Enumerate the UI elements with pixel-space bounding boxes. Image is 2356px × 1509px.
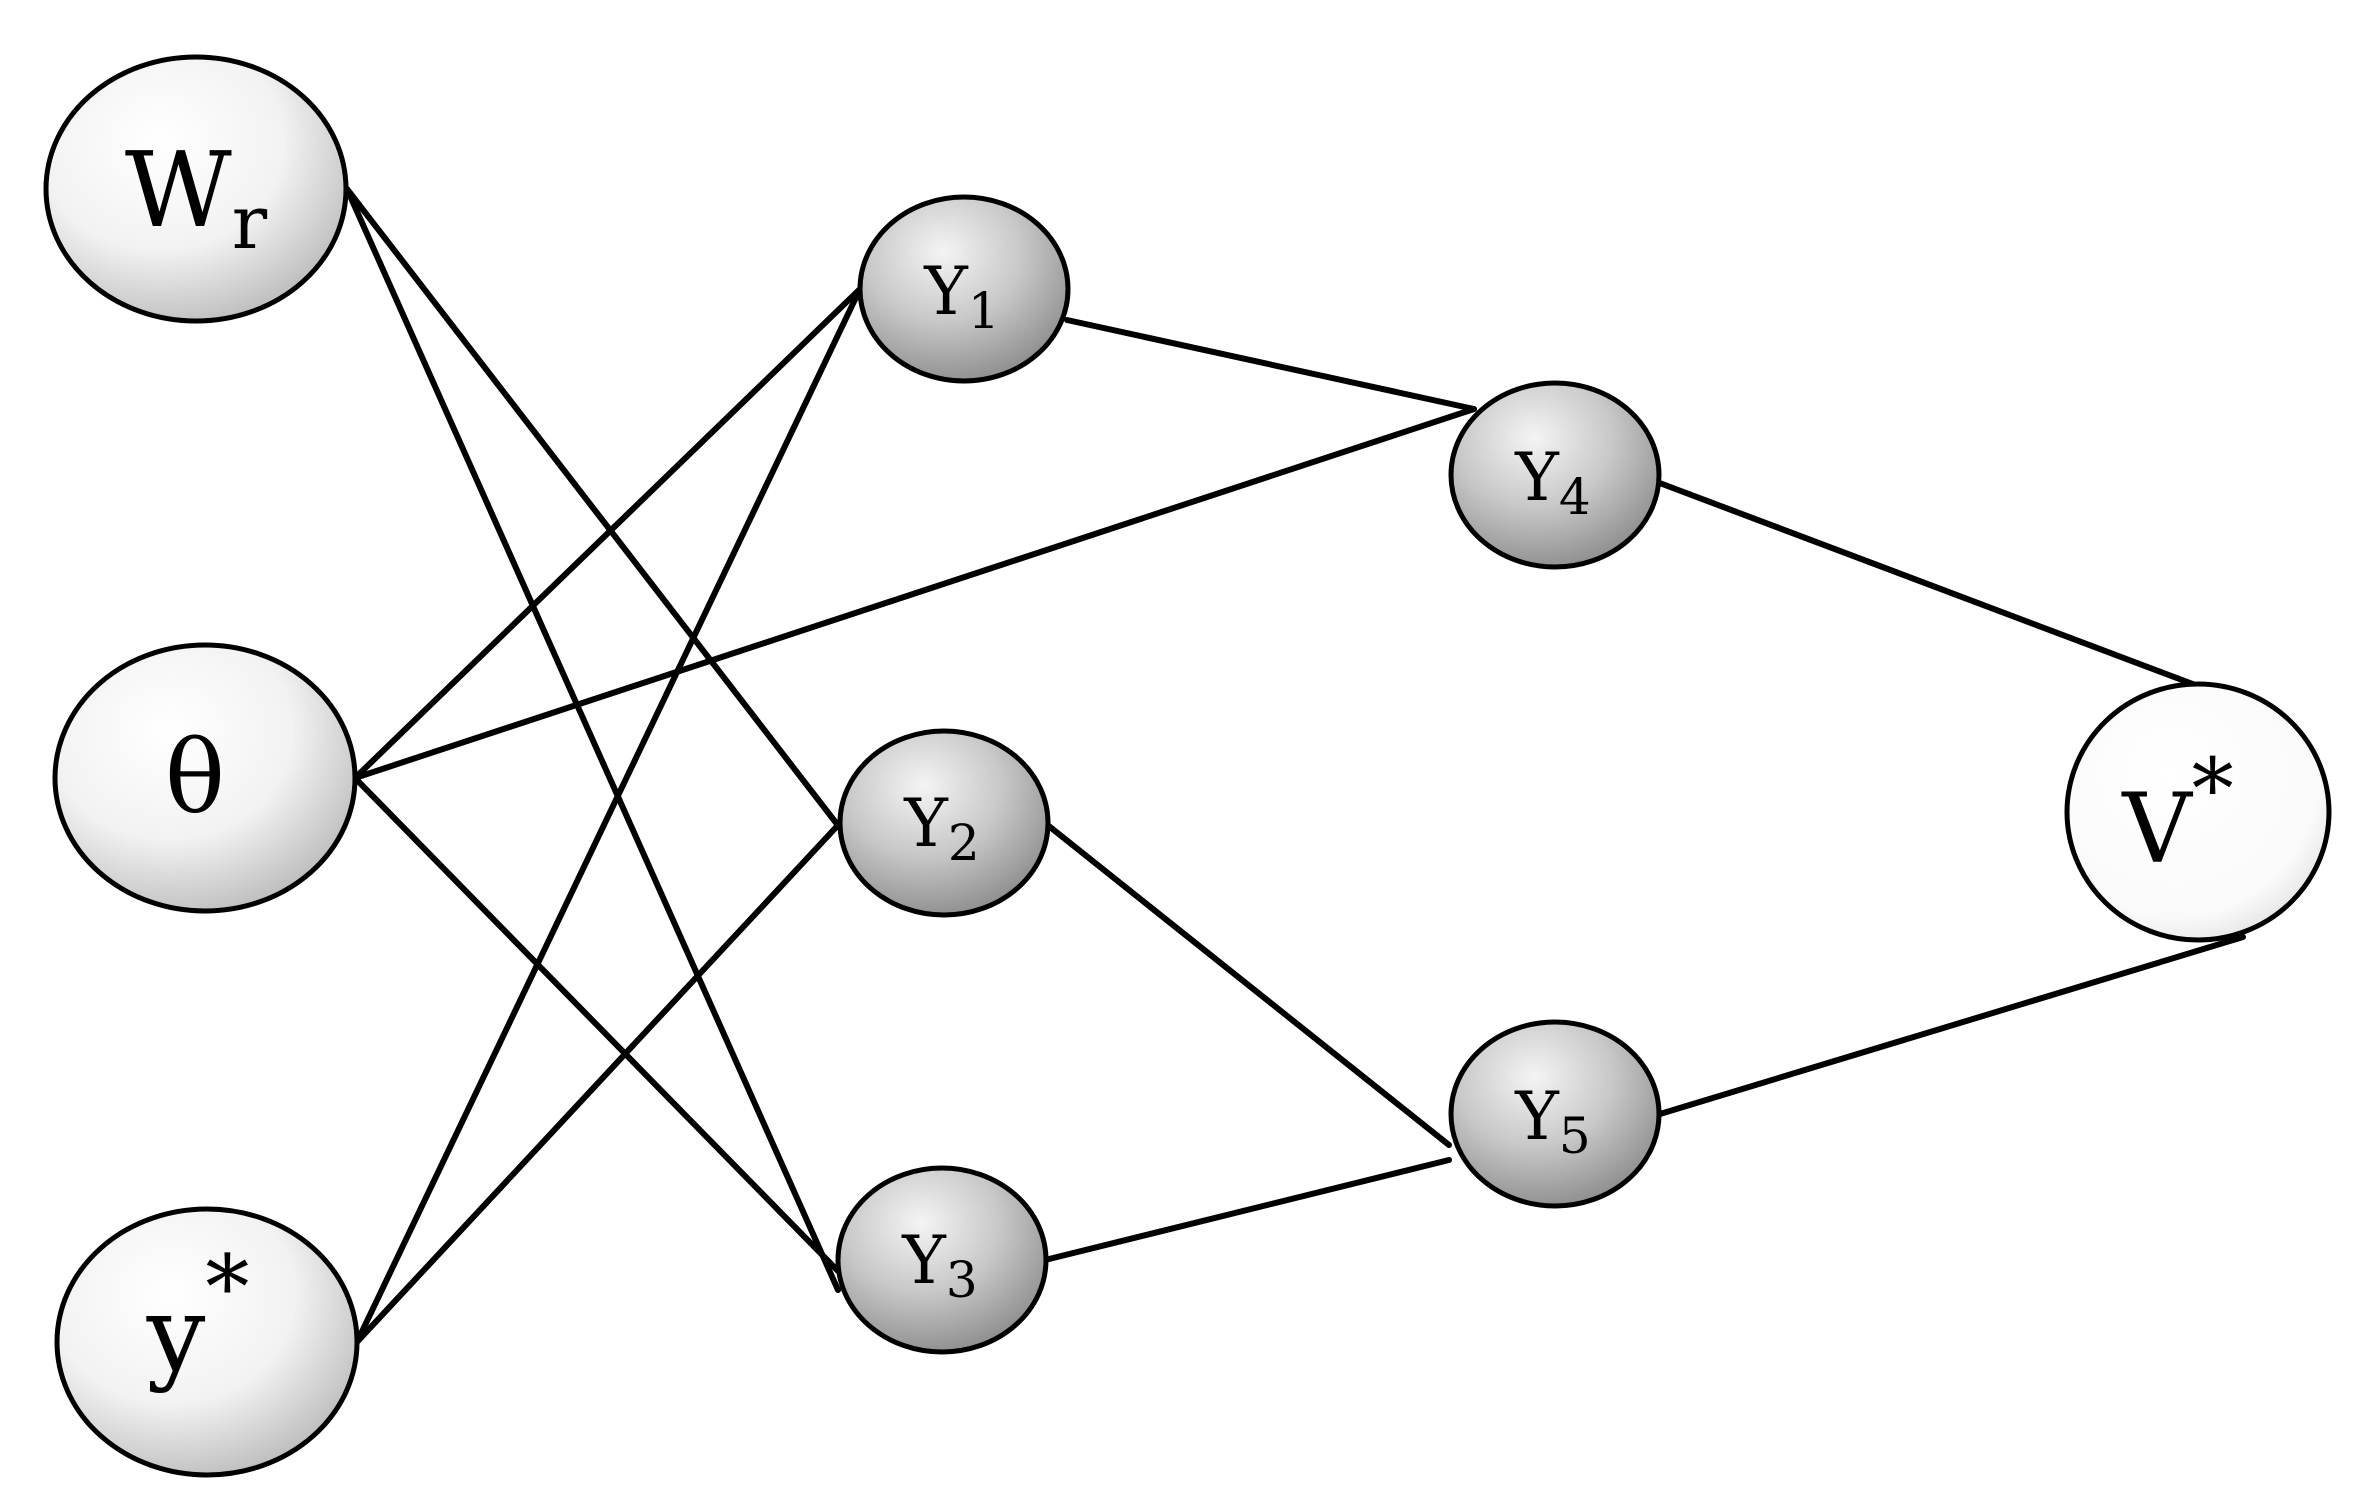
edge-wr-y3 [344, 186, 841, 1293]
svg-text:Y2: Y2 [903, 785, 979, 872]
edges-layer [344, 186, 2246, 1345]
node-y1: Y1 [857, 194, 1071, 384]
edge-y5-vstar [1657, 934, 2246, 1117]
edge-wr-y2 [344, 186, 843, 831]
node-theta: θ [52, 642, 358, 914]
nodes-layer: Wr θ y* Y1 Y2 [43, 54, 2332, 1478]
node-wr: Wr [43, 54, 349, 324]
edge-theta-y1 [352, 286, 863, 781]
node-vstar-superscript: * [2192, 740, 2234, 838]
svg-text:Y5: Y5 [1514, 1078, 1590, 1165]
edge-ystar-y2 [354, 820, 843, 1345]
svg-text:Y3: Y3 [901, 1222, 977, 1309]
edge-y3-y5 [1042, 1157, 1452, 1263]
node-y2-label: Y [903, 785, 949, 862]
node-vstar-label: V [2121, 773, 2193, 885]
edge-y1-y4 [1064, 317, 1477, 412]
svg-text:y*: y* [146, 1236, 250, 1395]
node-ystar: y* [54, 1206, 360, 1478]
node-y3-label: Y [901, 1222, 947, 1299]
node-y1-label: Y [923, 253, 969, 330]
edge-theta-y4 [352, 406, 1477, 781]
svg-text:Y4: Y4 [1514, 439, 1590, 526]
svg-text:θ: θ [165, 719, 225, 836]
node-y4: Y4 [1448, 380, 1662, 570]
node-y4-label: Y [1514, 439, 1560, 516]
node-y4-subscript: 4 [1559, 468, 1591, 526]
svg-text:V*: V* [2121, 740, 2233, 885]
node-theta-label: θ [165, 719, 225, 836]
node-y5-label: Y [1514, 1078, 1560, 1155]
svg-text:Wr: Wr [125, 129, 268, 266]
node-ystar-label: y [146, 1273, 206, 1395]
node-y5-subscript: 5 [1559, 1107, 1591, 1165]
edge-ystar-y1 [354, 286, 863, 1345]
edge-y4-vstar [1654, 479, 2201, 689]
node-wr-label: W [125, 129, 232, 251]
node-vstar: V* [2064, 681, 2332, 943]
node-y2-subscript: 2 [948, 814, 980, 872]
node-y3-subscript: 3 [946, 1251, 978, 1309]
edge-y2-y5 [1042, 820, 1452, 1148]
node-y2: Y2 [837, 728, 1051, 918]
node-wr-subscript: r [232, 180, 268, 266]
edge-theta-y3 [352, 775, 841, 1274]
node-ystar-superscript: * [205, 1236, 249, 1339]
svg-text:Y1: Y1 [923, 253, 999, 340]
node-y1-subscript: 1 [968, 282, 1000, 340]
node-y5: Y5 [1448, 1019, 1662, 1209]
node-y3: Y3 [835, 1165, 1049, 1355]
